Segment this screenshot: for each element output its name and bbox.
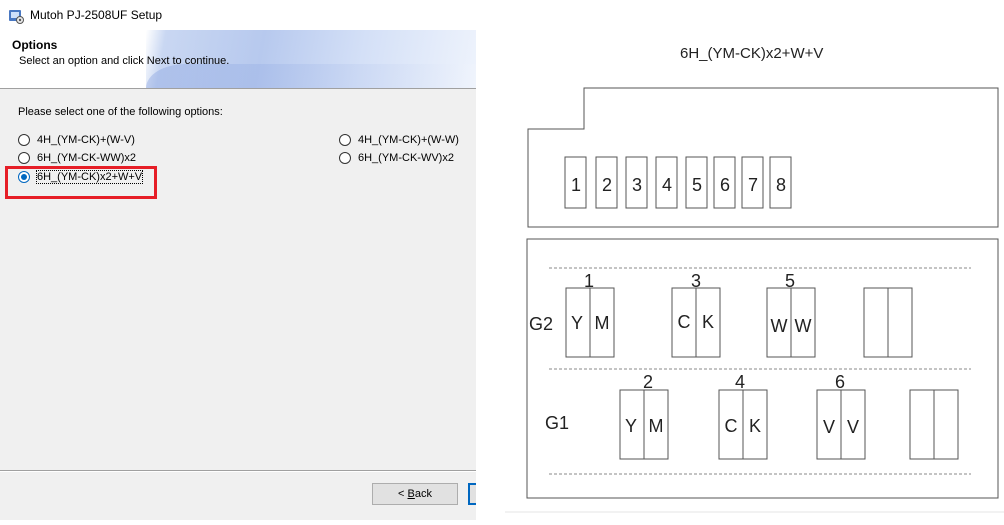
head-3: 3 C K bbox=[671, 271, 721, 358]
slot-number: 3 bbox=[632, 175, 642, 195]
slot-box bbox=[713, 156, 736, 209]
slot-number: 7 bbox=[748, 175, 758, 195]
option-4h-ymck-wv[interactable]: 4H_(YM-CK)+(W-V) bbox=[18, 132, 135, 148]
radio-selected-icon[interactable] bbox=[18, 171, 30, 183]
back-button-prefix: < bbox=[398, 488, 408, 500]
setup-dialog: Mutoh PJ-2508UF Setup Options Select an … bbox=[0, 0, 476, 525]
page-header: Options Select an option and click Next … bbox=[0, 30, 476, 89]
option-label: 6H_(YM-CK-WW)x2 bbox=[37, 152, 136, 164]
option-6h-ymck-wv-x2[interactable]: 6H_(YM-CK-WV)x2 bbox=[339, 150, 454, 166]
option-label: 6H_(YM-CK-WV)x2 bbox=[358, 152, 454, 164]
slot-box bbox=[741, 156, 764, 209]
channel-label: M bbox=[649, 416, 664, 436]
selection-highlight bbox=[5, 166, 157, 199]
head-number: 5 bbox=[785, 271, 795, 291]
head-number: 6 bbox=[835, 372, 845, 392]
channel-label: M bbox=[595, 313, 610, 333]
page-title: Options bbox=[12, 38, 58, 52]
footer-divider bbox=[0, 470, 476, 471]
group-label-g2: G2 bbox=[529, 314, 553, 334]
title-bar: Mutoh PJ-2508UF Setup bbox=[0, 0, 476, 30]
head-6: 6 V V bbox=[816, 372, 866, 460]
slot-number: 2 bbox=[602, 175, 612, 195]
head-4: 4 C K bbox=[718, 372, 768, 460]
page-subtitle: Select an option and click Next to conti… bbox=[19, 55, 230, 67]
slot-number: 6 bbox=[720, 175, 730, 195]
option-6h-ymck-ww-x2[interactable]: 6H_(YM-CK-WW)x2 bbox=[18, 150, 136, 166]
options-panel: Please select one of the following optio… bbox=[0, 89, 476, 469]
header-graphic bbox=[146, 30, 476, 88]
head-2: 2 Y M bbox=[619, 372, 669, 460]
channel-label: W bbox=[771, 316, 788, 336]
radio-icon[interactable] bbox=[339, 134, 351, 146]
option-6h-ymck-x2-w-v[interactable]: 6H_(YM-CK)x2+W+V bbox=[18, 169, 144, 185]
group-label-g1: G1 bbox=[545, 413, 569, 433]
setup-app-icon bbox=[8, 8, 24, 24]
head-1: 1 Y M bbox=[565, 271, 615, 358]
radio-icon[interactable] bbox=[18, 152, 30, 164]
carriage-outline bbox=[527, 87, 999, 228]
head-layout-diagram: 1 2 3 4 5 6 7 8 G2 1 Y M 3 C K 5 W W G1 bbox=[505, 87, 1004, 513]
channel-label: K bbox=[702, 312, 714, 332]
radio-icon[interactable] bbox=[18, 134, 30, 146]
next-button[interactable] bbox=[468, 483, 476, 505]
slot-number: 8 bbox=[776, 175, 786, 195]
diagram-title: 6H_(YM-CK)x2+W+V bbox=[680, 45, 824, 62]
channel-label: C bbox=[678, 312, 691, 332]
channel-label: C bbox=[725, 416, 738, 436]
head-number: 3 bbox=[691, 271, 701, 291]
slot-box bbox=[564, 156, 587, 209]
slot-box bbox=[769, 156, 792, 209]
slot-row: 1 2 3 4 5 6 7 8 bbox=[564, 156, 792, 209]
channel-label: V bbox=[823, 417, 835, 437]
slot-box bbox=[685, 156, 708, 209]
slot-number: 4 bbox=[662, 175, 672, 195]
slot-number: 1 bbox=[571, 175, 581, 195]
option-label: 4H_(YM-CK)+(W-V) bbox=[37, 134, 135, 146]
head-empty-g2 bbox=[863, 287, 913, 358]
head-number: 2 bbox=[643, 372, 653, 392]
options-prompt: Please select one of the following optio… bbox=[18, 106, 223, 118]
option-label: 6H_(YM-CK)x2+W+V bbox=[35, 170, 144, 184]
head-5: 5 W W bbox=[766, 271, 816, 358]
channel-label: Y bbox=[625, 416, 637, 436]
head-group-panel bbox=[526, 238, 999, 499]
radio-icon[interactable] bbox=[339, 152, 351, 164]
head-number: 1 bbox=[584, 271, 594, 291]
head-empty-g1 bbox=[909, 389, 959, 460]
slot-box bbox=[595, 156, 618, 209]
slot-box bbox=[625, 156, 648, 209]
window-title: Mutoh PJ-2508UF Setup bbox=[30, 8, 163, 22]
back-button-rest: ack bbox=[414, 488, 432, 500]
channel-label: V bbox=[847, 417, 859, 437]
channel-label: K bbox=[749, 416, 761, 436]
option-4h-ymck-ww[interactable]: 4H_(YM-CK)+(W-W) bbox=[339, 132, 459, 148]
channel-label: W bbox=[795, 316, 812, 336]
slot-number: 5 bbox=[692, 175, 702, 195]
option-label: 4H_(YM-CK)+(W-W) bbox=[358, 134, 459, 146]
head-number: 4 bbox=[735, 372, 745, 392]
channel-label: Y bbox=[571, 313, 583, 333]
back-button-accel: B bbox=[407, 488, 415, 500]
slot-box bbox=[655, 156, 678, 209]
